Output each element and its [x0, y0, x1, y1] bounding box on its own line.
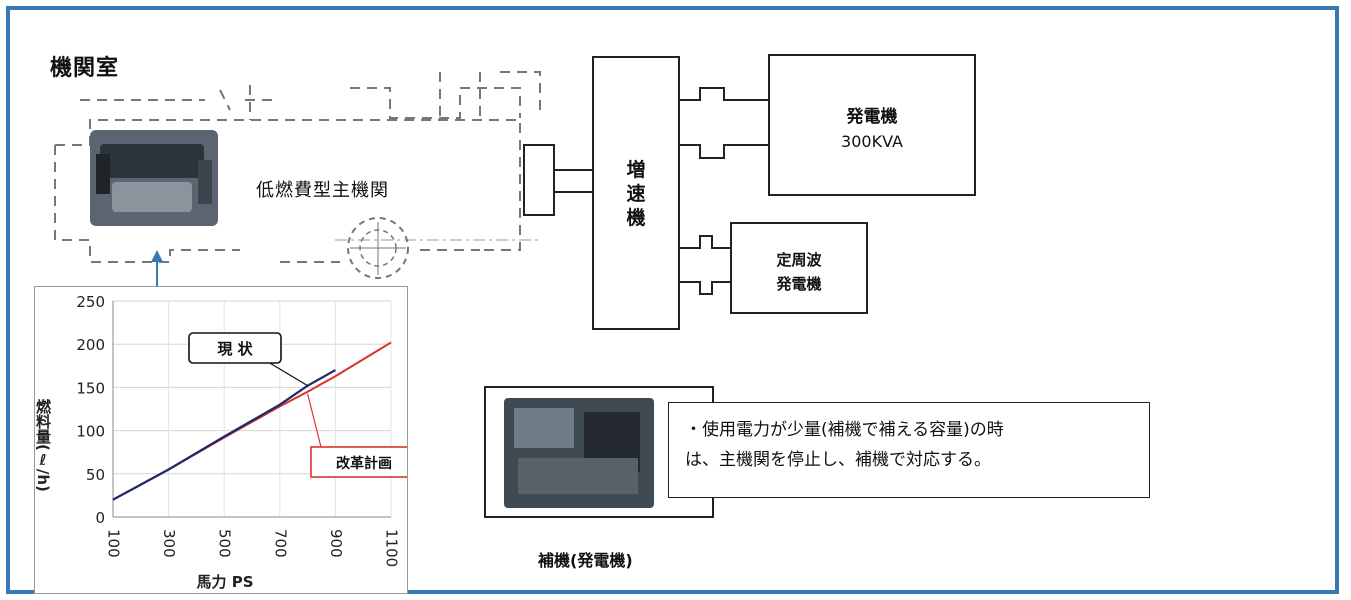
gearbox-char-2: 機: [626, 207, 646, 229]
cf-generator-line-1: 定周波: [776, 251, 822, 269]
gen-coupling-upper: [678, 87, 768, 101]
gen-coupling-lower: [678, 144, 768, 159]
cfgen-coupling-upper: [678, 235, 730, 249]
arrow-head: [151, 250, 163, 262]
x-tick-label-0: 100: [105, 529, 123, 558]
x-tick-label-4: 900: [327, 529, 345, 558]
output-coupling: [523, 144, 555, 216]
cf-generator-label: 定周波 発電機: [732, 248, 866, 296]
callout-current-box: [188, 332, 282, 364]
gearbox-text: 増速機: [594, 158, 678, 230]
x-tick-label-1: 300: [160, 529, 178, 558]
callout-plan-box: [310, 446, 418, 478]
aux-note-line-2: は、主機関を停止し、補機で対応する。: [685, 450, 991, 470]
aux-caption: 補機(発電機): [538, 551, 633, 570]
callout-current-label: 現 状: [217, 340, 253, 358]
generator-box: 発電機 300KVA: [768, 54, 976, 196]
cf-generator-box: 定周波 発電機: [730, 222, 868, 314]
callout-plan-pointer: [307, 393, 322, 448]
y-tick-label-2: 100: [76, 423, 105, 441]
series-line-0: [112, 369, 336, 501]
x-tick-label-5: 1100: [383, 529, 401, 567]
main-engine-label: 低燃費型主機関: [256, 180, 389, 201]
aux-generator-photo: [504, 398, 654, 508]
y-tick-label-5: 250: [76, 293, 105, 311]
aux-note-line-1: ・使用電力が少量(補機で補える容量)の時: [685, 420, 1004, 440]
aux-note: ・使用電力が少量(補機で補える容量)の時 は、主機関を停止し、補機で対応する。: [668, 402, 1150, 498]
x-tick-label-3: 700: [271, 529, 289, 558]
cf-generator-line-2: 発電機: [776, 275, 822, 293]
gearbox-box: 増速機: [592, 56, 680, 330]
y-tick-label-1: 50: [86, 466, 105, 484]
diesel-engine-photo: [90, 130, 218, 226]
gearbox-label: 増速機: [594, 158, 678, 230]
y-tick-label-0: 0: [95, 509, 105, 527]
y-tick-label-3: 150: [76, 379, 105, 397]
y-axis-label: 燃料量(ℓ/h): [35, 398, 52, 492]
gearbox-char-0: 増: [626, 159, 646, 181]
y-tick-label-4: 200: [76, 336, 105, 354]
x-tick-label-2: 500: [216, 529, 234, 558]
generator-rating: 300KVA: [841, 132, 903, 151]
main-engine-outline: [54, 71, 541, 263]
callout-plan-label: 改革計画: [336, 455, 392, 472]
fuel-chart-panel: 0 50 100 150 200 250 100 300 500 700 900 1100 現 状改革計…: [34, 286, 418, 594]
flywheel-outer: [347, 217, 409, 279]
gearbox-char-1: 速: [626, 183, 646, 205]
fuel-chart: 0 50 100 150 200 250 100 300 500 700 900 1100 現 状改革計…: [34, 293, 418, 591]
x-axis-label: 馬力 PS: [196, 573, 253, 591]
cfgen-coupling-lower: [678, 281, 730, 295]
page-title: 機関室: [50, 56, 120, 81]
generator-title: 発電機: [846, 107, 898, 127]
